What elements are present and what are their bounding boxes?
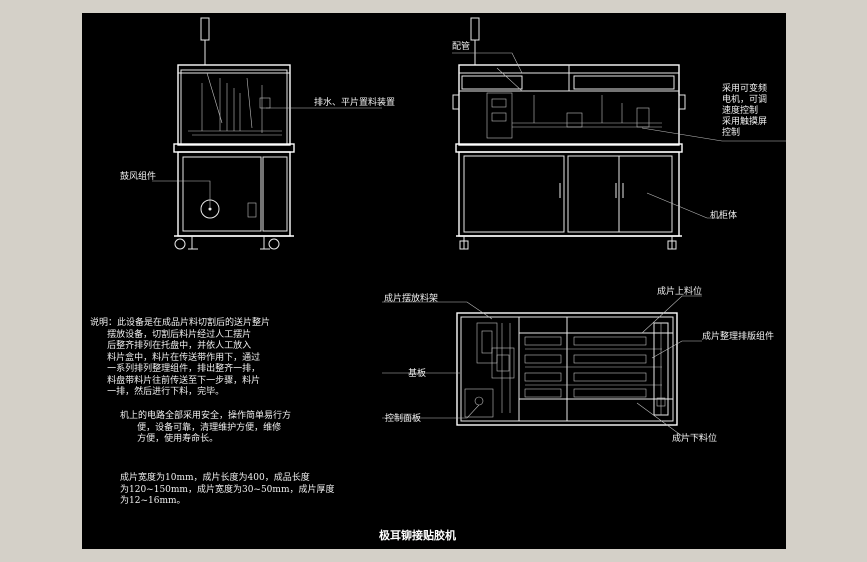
label-side-top: 排水、平片置料装置: [314, 96, 395, 108]
caster-wheel: [174, 238, 186, 250]
label-front-right-4: 采用触摸屏: [722, 115, 767, 127]
label-plan-right: 成片整理排版组件: [702, 330, 774, 342]
label-front-bottom: 机柜体: [710, 209, 737, 221]
label-plan-bottom-left: 控制面板: [385, 412, 421, 424]
note-paragraph-2: 机上的电路全部采用安全，操作简单易行方 便，设备可靠，清理维护方便，维修 方便，…: [120, 411, 292, 444]
signal-tower: [470, 17, 480, 41]
label-front-right-5: 控制: [722, 126, 740, 138]
label-plan-left: 基板: [408, 367, 426, 379]
plan-outline: [456, 312, 678, 426]
label-side-left: 鼓风组件: [120, 170, 156, 182]
front-view: [452, 17, 786, 250]
label-plan-top-right: 成片上料位: [657, 285, 702, 297]
label-front-right-3: 速度控制: [722, 104, 758, 116]
note-paragraph-1: 说明：此设备是在成品片料切割后的送片整片 摆放设备，切割后料片经过人工摆片 后整…: [90, 318, 271, 397]
signal-tower: [200, 17, 210, 41]
caster-wheel: [268, 238, 280, 250]
label-front-right-2: 电机，可调: [722, 93, 767, 105]
label-front-top: 配管: [452, 40, 470, 52]
front-lower-cabinet: [458, 151, 680, 237]
drawing-title: 极耳铆接贴胶机: [379, 529, 456, 542]
side-view: [152, 17, 382, 250]
plan-view: [382, 295, 702, 437]
label-plan-top-left: 成片摆放料架: [384, 292, 438, 304]
label-front-right-1: 采用可变频: [722, 82, 767, 94]
side-upper-enclosure: [177, 64, 291, 146]
note-paragraph-3: 成片宽度为10mm，成片长度为400，成品长度 为120~150mm，成片宽度为…: [120, 473, 335, 506]
drawing-sheet: 排水、平片置料装置 鼓风组件: [82, 13, 786, 549]
side-lower-cabinet: [177, 151, 291, 237]
cad-drawing: 排水、平片置料装置 鼓风组件: [120, 17, 786, 444]
label-plan-bottom-right: 成片下料位: [672, 432, 717, 444]
